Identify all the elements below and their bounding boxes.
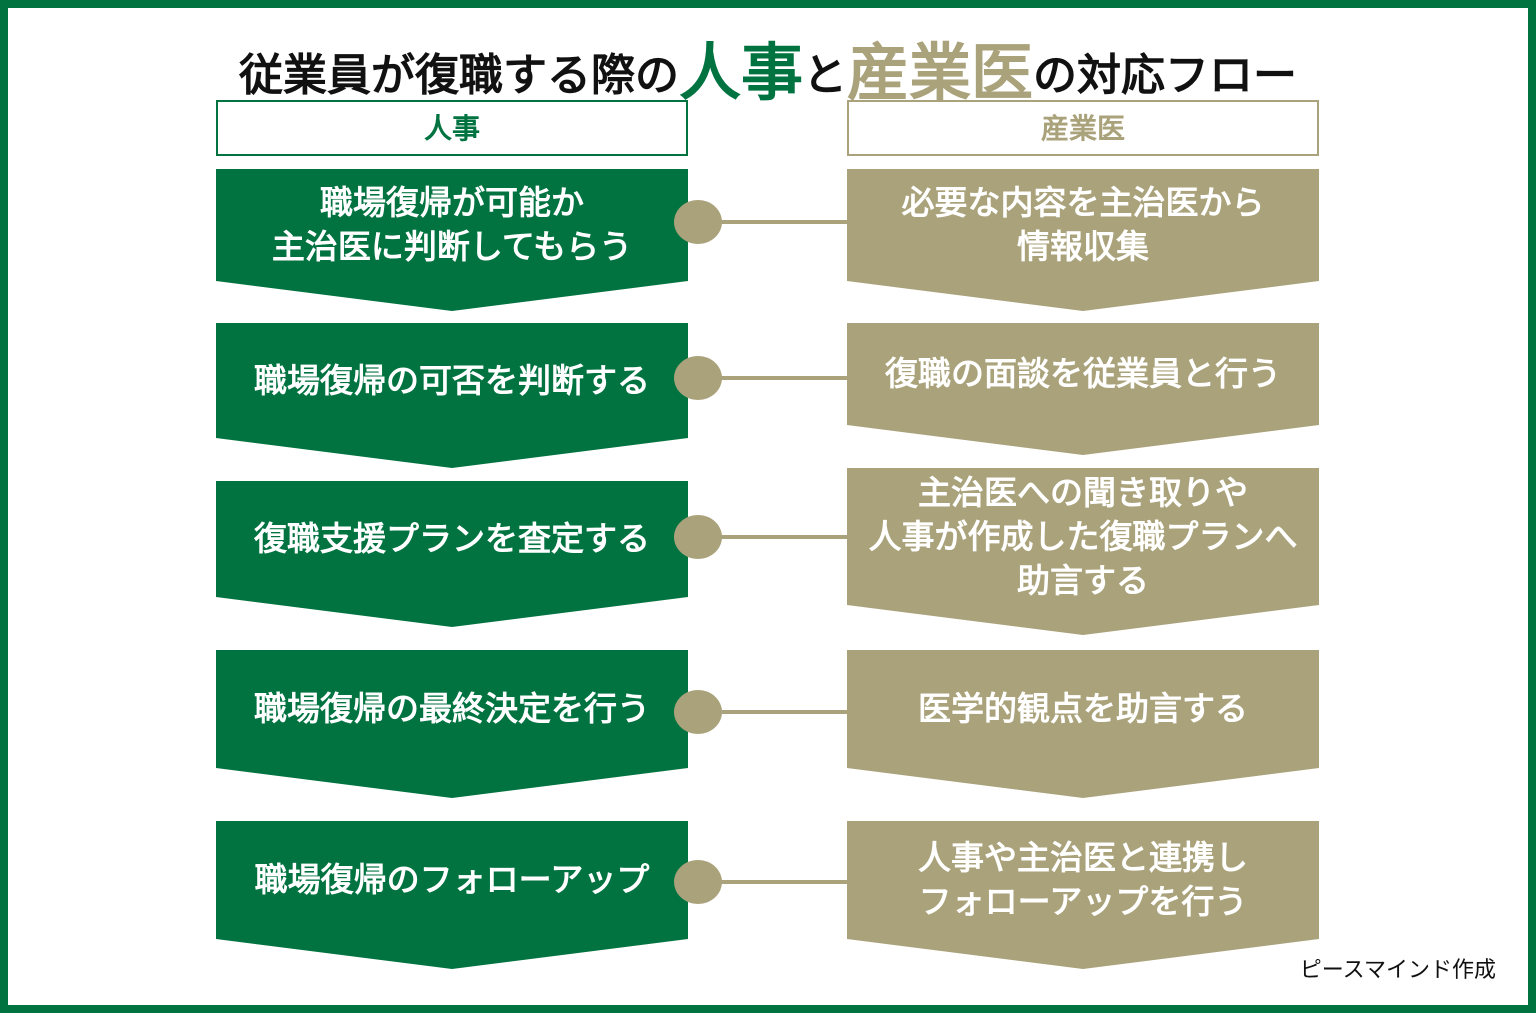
title-part-3: の対応フロー xyxy=(1033,50,1298,101)
step-3-connector-dot xyxy=(674,515,722,559)
step-4-connector-dot xyxy=(674,690,722,734)
doctor-step-2-text: 復職の面談を従業員と行う xyxy=(885,354,1281,393)
title-doctor-word: 産業医 xyxy=(847,36,1034,109)
step-2-connector-dot xyxy=(674,356,722,400)
hr-step-5: 職場復帰のフォローアップ xyxy=(216,821,688,969)
hr-column-header: 人事 xyxy=(216,100,688,156)
hr-step-3: 復職支援プランを査定する xyxy=(216,481,688,627)
doctor-step-5: 人事や主治医と連携し フォローアップを行う xyxy=(847,821,1319,969)
doctor-step-4-text: 医学的観点を助言する xyxy=(918,689,1248,728)
doctor-step-4: 医学的観点を助言する xyxy=(847,650,1319,798)
doctor-step-1: 必要な内容を主治医から 情報収集 xyxy=(847,169,1319,311)
step-4-connector xyxy=(698,710,848,714)
hr-step-2: 職場復帰の可否を判断する xyxy=(216,323,688,468)
hr-step-4-text: 職場復帰の最終決定を行う xyxy=(254,689,650,728)
step-3-connector xyxy=(698,535,848,539)
doctor-step-3-text: 主治医への聞き取りや 人事が作成した復職プランへ 助言する xyxy=(868,472,1298,600)
hr-step-5-text: 職場復帰のフォローアップ xyxy=(254,860,650,899)
title-part-2: と xyxy=(803,50,847,101)
hr-step-4: 職場復帰の最終決定を行う xyxy=(216,650,688,798)
step-5-connector xyxy=(698,880,848,884)
step-2-connector xyxy=(698,376,848,380)
step-1-connector xyxy=(698,220,848,224)
diagram-title: 従業員が復職する際の人事と産業医の対応フロー xyxy=(0,38,1536,111)
step-5-connector-dot xyxy=(674,860,722,904)
step-1-connector-dot xyxy=(674,200,722,244)
doctor-step-1-text: 必要な内容を主治医から 情報収集 xyxy=(901,183,1265,266)
hr-step-1: 職場復帰が可能か 主治医に判断してもらう xyxy=(216,169,688,311)
title-part-1: 従業員が復職する際の xyxy=(238,50,679,101)
hr-step-2-text: 職場復帰の可否を判断する xyxy=(254,360,650,400)
hr-step-3-text: 復職支援プランを査定する xyxy=(254,519,650,558)
title-hr-word: 人事 xyxy=(678,36,803,109)
doctor-step-3: 主治医への聞き取りや 人事が作成した復職プランへ 助言する xyxy=(847,468,1319,635)
doctor-step-2: 復職の面談を従業員と行う xyxy=(847,323,1319,455)
hr-step-1-text: 職場復帰が可能か 主治医に判断してもらう xyxy=(271,183,633,266)
doctor-step-5-text: 人事や主治医と連携し フォローアップを行う xyxy=(918,838,1248,921)
source-credit: ピースマインド作成 xyxy=(1299,958,1496,983)
doctor-column-header: 産業医 xyxy=(847,100,1319,156)
